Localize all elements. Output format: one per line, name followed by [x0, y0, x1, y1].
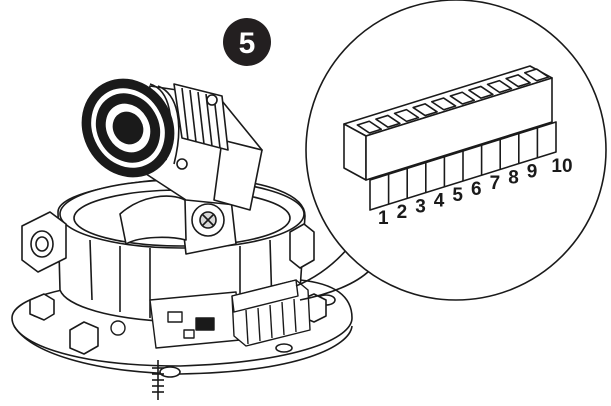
step-badge: 5 [223, 18, 271, 66]
pin-label: 8 [508, 167, 519, 188]
pcb-board [149, 291, 241, 349]
step-number: 5 [239, 27, 256, 60]
mount-hole-bottom [159, 366, 181, 378]
lens-barrel-ridge [149, 83, 172, 161]
terminal-pin-dividers [387, 127, 539, 205]
lens-screw-top [206, 94, 218, 106]
terminal-block-magnified [343, 65, 557, 211]
pcb-screw [110, 320, 126, 336]
callout-pointer-bottom [299, 269, 371, 301]
pin-label: 4 [434, 191, 445, 212]
ring-knurl [189, 89, 197, 143]
camera-terminal-top [231, 279, 299, 313]
bottom-screw [152, 360, 164, 400]
pin-label: 5 [452, 185, 463, 206]
terminal-screw-slot [449, 91, 476, 105]
gimbal-ring [119, 195, 187, 245]
callout-pointer-top [295, 247, 349, 287]
housing-rib [89, 239, 93, 301]
pin-label: 3 [415, 196, 426, 217]
pin-label: 2 [397, 202, 408, 223]
base-clip-left [69, 321, 99, 355]
ring-knurl [181, 87, 189, 141]
gimbal-screw-slot [201, 213, 215, 227]
camera-circuit-board [110, 279, 311, 349]
base-clip-rear [29, 293, 55, 321]
camera-terminal-divider [257, 307, 261, 342]
mount-hole-front [275, 343, 293, 353]
terminal-screw-slot [356, 120, 383, 134]
pin-label: 6 [471, 179, 482, 200]
pin-label: 7 [490, 173, 501, 194]
pin-label: 1 [378, 208, 389, 229]
side-tab-right [289, 223, 315, 269]
camera-terminal-divider [293, 298, 297, 333]
pin-label: 9 [527, 162, 538, 183]
terminal-screw-slot [430, 97, 457, 111]
terminal-screw-slots [356, 68, 550, 134]
lens-barrel-ridge [157, 85, 180, 165]
terminal-screw-slot [393, 108, 420, 123]
pcb-chip [167, 311, 183, 323]
terminal-screw-slot [375, 114, 401, 128]
camera-terminal-divider [245, 309, 249, 345]
lens-aperture [112, 111, 144, 145]
lens-module [81, 78, 263, 211]
terminal-screw-slot [412, 103, 438, 117]
lens-side [213, 139, 263, 211]
pin-label: 10 [551, 156, 572, 177]
terminal-screw-slot [505, 74, 531, 88]
terminal-front-face [365, 77, 553, 181]
terminal-screw-slot [486, 79, 513, 94]
camera-terminal-divider [269, 304, 273, 339]
tilt-knob-left-inner [35, 236, 49, 252]
pcb-chip-dark [195, 317, 215, 331]
ring-knurl [197, 91, 205, 145]
step-badge-circle [223, 18, 271, 66]
terminal-screw-slot [468, 85, 494, 99]
camera-terminal-divider [281, 301, 285, 336]
pcb-chip [183, 329, 195, 339]
gimbal [119, 189, 237, 255]
terminal-screw-slot [523, 68, 550, 82]
lens-screw-side [176, 158, 188, 170]
